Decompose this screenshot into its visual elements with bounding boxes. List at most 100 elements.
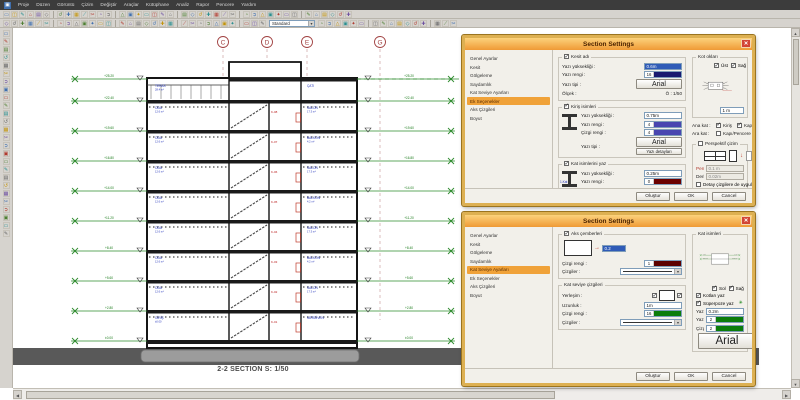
text-field[interactable]: 0.6m <box>644 62 682 70</box>
toolbar-icon[interactable]: ▤ <box>35 10 42 18</box>
toolbar-icon[interactable]: ↺ <box>197 10 204 18</box>
horizontal-scrollbar[interactable]: ◀ ▶ <box>13 388 791 400</box>
toolbar-icon[interactable]: ✚ <box>420 19 427 27</box>
checkbox[interactable] <box>564 103 569 109</box>
toolbar-icon[interactable]: ▤ <box>321 10 328 18</box>
checkbox[interactable] <box>728 285 734 291</box>
scroll-up-icon[interactable]: ▲ <box>791 28 800 37</box>
color-combo[interactable]: 16 <box>644 71 682 79</box>
toolbar-icon[interactable]: △ <box>334 19 341 27</box>
toolbar-icon[interactable]: △ <box>119 10 126 18</box>
toolbar-icon[interactable]: ✦ <box>89 19 96 27</box>
left-toolbar-icon[interactable]: ↺ <box>2 182 10 189</box>
chevron-down-icon[interactable]: ▼ <box>308 20 314 26</box>
toolbar-icon[interactable]: ◫ <box>251 19 258 27</box>
close-icon[interactable]: ✕ <box>741 39 751 48</box>
settings-nav-item[interactable]: Kesit <box>470 64 481 70</box>
toolbar-icon[interactable]: ▦ <box>434 19 441 27</box>
toolbar-icon[interactable]: ◔ <box>318 19 325 27</box>
checkbox[interactable] <box>696 182 701 188</box>
toolbar-icon[interactable]: ▦ <box>213 10 220 18</box>
text-field[interactable]: 1m <box>644 301 682 309</box>
dialog-title-bar[interactable]: Section Settings ✕ <box>465 38 752 50</box>
left-toolbar-icon[interactable]: ▭ <box>2 30 10 37</box>
toolbar-icon[interactable]: ◫ <box>372 19 379 27</box>
toolbar-icon[interactable]: ▦ <box>27 19 34 27</box>
hscroll-thumb[interactable] <box>26 391 556 399</box>
toolbar-icon[interactable]: ◔ <box>243 10 250 18</box>
toolbar-icon[interactable]: ✂ <box>89 10 96 18</box>
toolbar-icon[interactable]: ▣ <box>127 10 134 18</box>
toolbar-icon[interactable]: ✦ <box>275 10 282 18</box>
font-details-button[interactable]: Yazı detayları <box>636 148 682 155</box>
toolbar-icon[interactable]: △ <box>73 19 80 27</box>
toolbar-icon[interactable]: ▦ <box>167 19 174 27</box>
toolbar-icon[interactable]: ➲ <box>251 10 258 18</box>
menu-item[interactable]: Rapor <box>196 2 210 8</box>
toolbar-icon[interactable]: ◔ <box>97 10 104 18</box>
settings-nav-item[interactable]: Saydamlık <box>470 258 492 264</box>
menu-item[interactable]: Analiz <box>176 2 190 8</box>
left-toolbar-icon[interactable]: ✎ <box>2 38 10 45</box>
left-toolbar-icon[interactable]: ↺ <box>2 118 10 125</box>
toolbar-icon[interactable]: ➲ <box>205 19 212 27</box>
checkbox[interactable] <box>716 131 721 137</box>
scroll-left-icon[interactable]: ◀ <box>13 390 22 399</box>
checkbox[interactable] <box>564 161 569 167</box>
toolbar-icon[interactable]: ▭ <box>97 19 104 27</box>
font-button[interactable]: Arial <box>636 79 682 89</box>
menu-item[interactable]: Yardım <box>241 2 257 8</box>
checkbox[interactable] <box>564 54 569 60</box>
settings-nav-item[interactable]: Kat Seviye Ayarları <box>467 265 550 274</box>
toolbar-icon[interactable]: ↺ <box>151 19 158 27</box>
left-toolbar-icon[interactable]: ▦ <box>2 126 10 133</box>
checkbox[interactable] <box>736 122 742 128</box>
style-combo[interactable]: Standard ▼ <box>269 19 315 27</box>
left-toolbar-icon[interactable]: ➲ <box>2 206 10 213</box>
color-combo[interactable]: 2 <box>706 316 744 324</box>
toolbar-icon[interactable]: ◇ <box>43 10 50 18</box>
dialog-title-bar[interactable]: Section Settings ✕ <box>465 215 752 227</box>
left-toolbar-icon[interactable]: ✎ <box>2 166 10 173</box>
settings-nav-item[interactable]: Kat Seviye Ayarları <box>470 90 509 95</box>
left-toolbar-icon[interactable]: ▤ <box>2 110 10 117</box>
left-toolbar-icon[interactable]: ▭ <box>2 158 10 165</box>
ok-button[interactable]: OK <box>674 191 708 201</box>
color-combo[interactable]: 1 <box>644 259 682 267</box>
toolbar-icon[interactable]: ◔ <box>57 19 64 27</box>
checkbox[interactable] <box>696 293 701 299</box>
toolbar-icon[interactable]: ⌂ <box>127 19 134 27</box>
left-toolbar-icon[interactable]: ▤ <box>2 46 10 53</box>
toolbar-icon[interactable]: ✂ <box>189 19 196 27</box>
left-toolbar-icon[interactable]: ▣ <box>2 214 10 221</box>
toolbar-icon[interactable]: ⟋ <box>35 19 42 27</box>
ok-button[interactable]: OK <box>674 371 708 381</box>
left-toolbar-icon[interactable]: ✂ <box>2 198 10 205</box>
arrow-distance-field[interactable]: 1 m <box>720 107 744 115</box>
color-combo[interactable]: 2 <box>706 324 744 332</box>
settings-nav-item[interactable]: Kesit <box>470 241 481 247</box>
apply-button[interactable]: Oluştur <box>636 191 670 201</box>
toolbar-icon[interactable]: ➲ <box>326 19 333 27</box>
toolbar-icon[interactable]: ◇ <box>404 19 411 27</box>
toolbar-icon[interactable]: ▭ <box>243 19 250 27</box>
toolbar-icon[interactable]: ▤ <box>396 19 403 27</box>
toolbar-icon[interactable]: ✂ <box>43 19 50 27</box>
checkbox[interactable] <box>730 63 736 69</box>
left-toolbar-icon[interactable]: ✂ <box>2 134 10 141</box>
left-toolbar-icon[interactable]: ▦ <box>2 190 10 197</box>
toolbar-icon[interactable]: ▣ <box>81 19 88 27</box>
settings-nav-item[interactable]: Ek Seçenekler <box>470 275 500 281</box>
left-toolbar-icon[interactable]: ▦ <box>2 62 10 69</box>
toolbar-icon[interactable]: ✚ <box>19 19 26 27</box>
line-style-combo[interactable]: ▼ <box>620 268 682 276</box>
toolbar-icon[interactable]: ▣ <box>267 10 274 18</box>
toolbar-icon[interactable]: ✚ <box>65 10 72 18</box>
toolbar-icon[interactable]: ◫ <box>105 19 112 27</box>
left-toolbar-icon[interactable]: ✎ <box>2 230 10 237</box>
checkbox[interactable] <box>696 300 701 306</box>
left-toolbar-icon[interactable]: ✂ <box>2 70 10 77</box>
text-field[interactable]: 0.75m <box>644 112 682 120</box>
checkbox[interactable] <box>716 122 721 128</box>
toolbar-icon[interactable]: ⟋ <box>442 19 449 27</box>
